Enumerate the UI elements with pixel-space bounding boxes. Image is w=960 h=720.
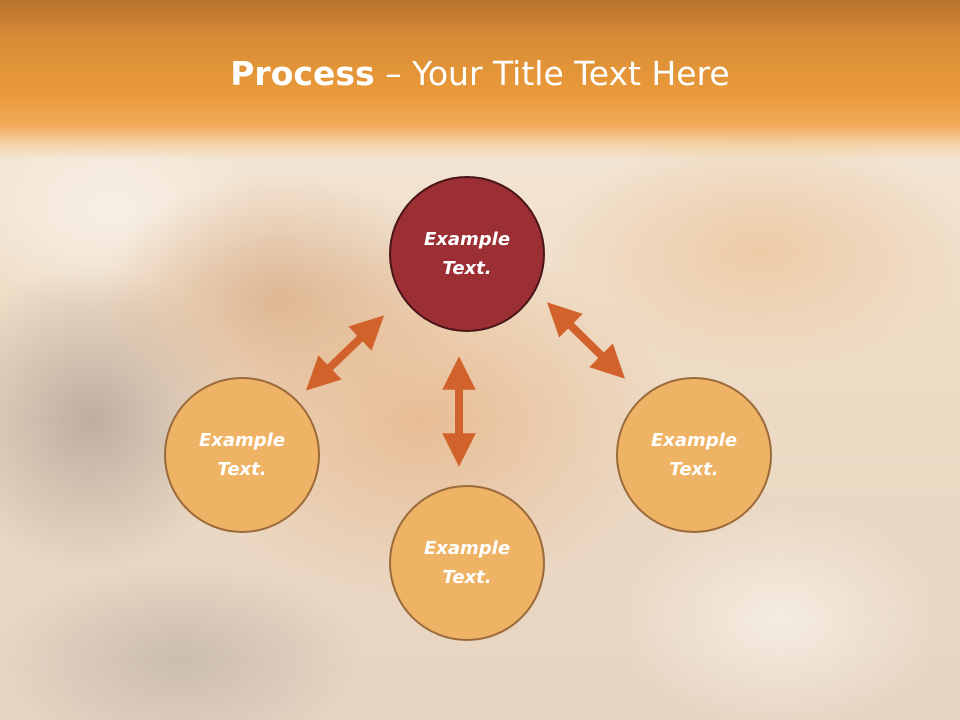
- right-node-line1: Example: [650, 430, 738, 451]
- slide-title: Process – Your Title Text Here: [0, 52, 960, 96]
- center-node-line2: Text.: [442, 258, 492, 279]
- center-node: Example Text.: [389, 176, 545, 332]
- left-node: Example Text.: [164, 377, 320, 533]
- center-node-line1: Example: [423, 229, 511, 250]
- left-node-line2: Text.: [217, 459, 267, 480]
- right-node-line2: Text.: [669, 459, 719, 480]
- bottom-node: Example Text.: [389, 485, 545, 641]
- title-rest: – Your Title Text Here: [374, 54, 730, 93]
- left-node-line1: Example: [198, 430, 286, 451]
- right-node: Example Text.: [616, 377, 772, 533]
- bottom-node-line2: Text.: [442, 567, 492, 588]
- title-band: [0, 0, 960, 160]
- title-strong: Process: [230, 54, 375, 93]
- bottom-node-line1: Example: [423, 538, 511, 559]
